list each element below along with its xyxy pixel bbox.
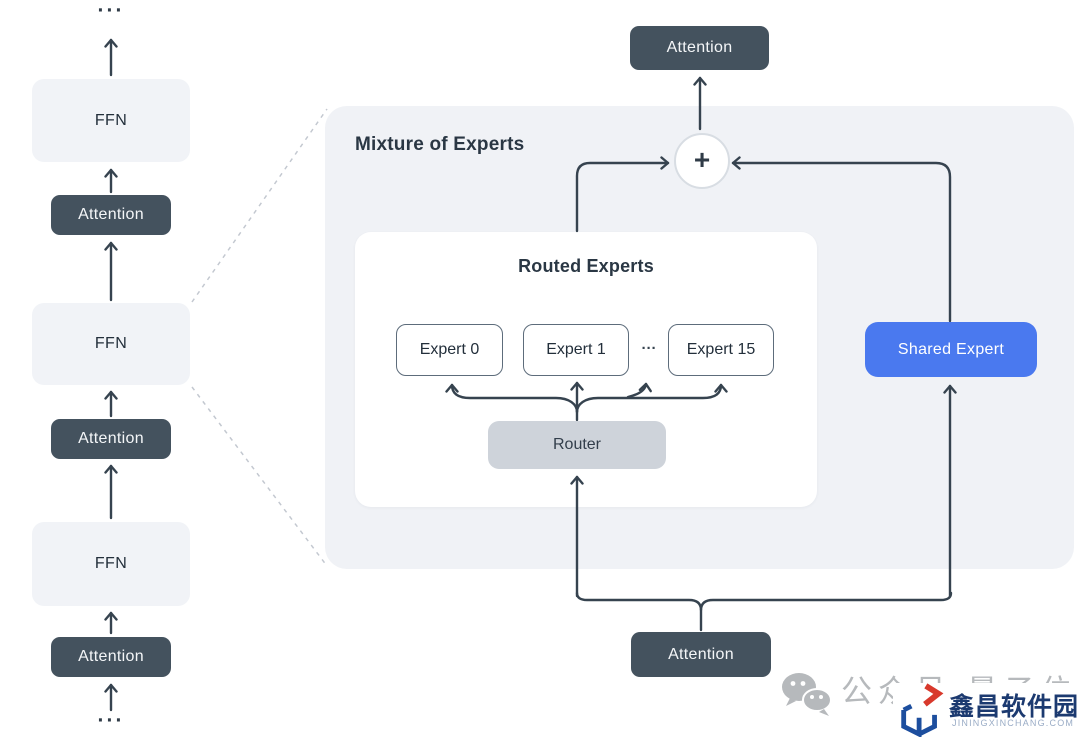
branch-bottom-right	[699, 591, 953, 612]
dashed-connector-bottom	[191, 386, 328, 567]
attention-label: Attention	[78, 648, 144, 665]
attention-label: Attention	[666, 39, 733, 56]
ffn-block-3: FFN	[32, 522, 190, 606]
attention-label: Attention	[78, 206, 144, 223]
router-box: Router	[488, 421, 666, 469]
attention-block-2: Attention	[51, 419, 171, 459]
shared-expert-label: Shared Expert	[897, 340, 1005, 358]
site-logo-subtext: JININGXINCHANG.COM	[952, 718, 1075, 728]
site-logo-icon	[901, 683, 944, 737]
ffn-block-2: FFN	[32, 303, 190, 385]
experts-ellipsis: ···	[641, 340, 657, 357]
attention-block-1: Attention	[51, 195, 171, 235]
attention-block-3: Attention	[51, 637, 171, 677]
dashed-connector-top	[191, 108, 328, 303]
attention-bottom-box: Attention	[631, 632, 771, 677]
stack-ellipsis-bottom: ···	[97, 709, 125, 732]
ffn-label: FFN	[94, 335, 128, 352]
moe-panel-title: Mixture of Experts	[355, 134, 525, 155]
ffn-block-1: FFN	[32, 79, 190, 162]
routed-experts-title: Routed Experts	[518, 256, 654, 276]
site-logo: 鑫昌软件园 JININGXINCHANG.COM	[893, 683, 1080, 737]
expert-label: Expert 15	[686, 341, 756, 358]
expert-box-15: Expert 15	[668, 324, 774, 376]
ffn-label: FFN	[94, 111, 128, 129]
plus-combine-node: +	[674, 133, 730, 189]
branch-bottom-left	[575, 591, 703, 632]
expert-label: Expert 1	[546, 341, 606, 358]
expert-box-1: Expert 1	[523, 324, 629, 376]
attention-label: Attention	[668, 645, 734, 663]
stack-ellipsis-top: ···	[97, 0, 125, 22]
ffn-label: FFN	[94, 555, 128, 572]
expert-box-0: Expert 0	[396, 324, 503, 376]
wechat-icon	[782, 673, 832, 716]
attention-label: Attention	[78, 430, 144, 447]
router-label: Router	[552, 436, 602, 453]
site-logo-text: 鑫昌软件园	[949, 693, 1080, 721]
expert-label: Expert 0	[419, 341, 480, 358]
plus-sign: +	[693, 143, 711, 175]
attention-top-box: Attention	[630, 26, 769, 70]
shared-expert-box: Shared Expert	[865, 322, 1037, 377]
